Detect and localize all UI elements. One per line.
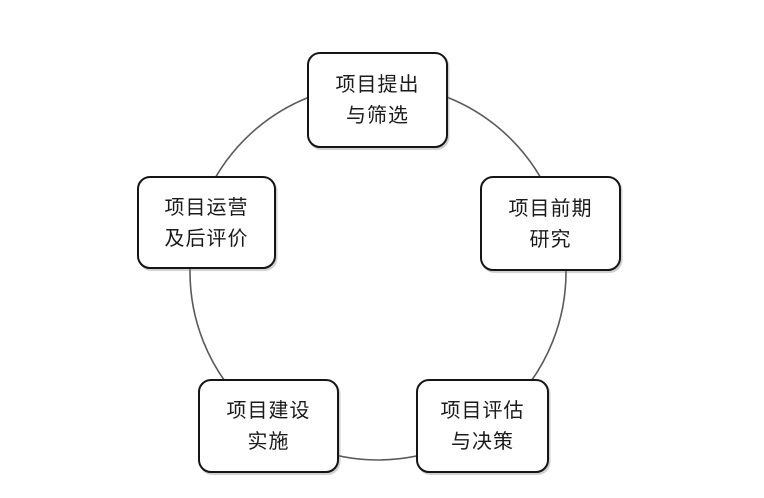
- node-construct-line-1: 项目建设: [226, 398, 311, 422]
- node-appraise-line-2: 与决策: [451, 429, 514, 453]
- node-operate-line-2: 及后评价: [164, 225, 249, 250]
- node-operation-post-evaluation[interactable]: 项目运营 及后评价: [137, 176, 276, 269]
- node-research-line-2: 研究: [529, 226, 572, 251]
- node-research-line-1: 项目前期: [508, 195, 593, 220]
- node-preliminary-research[interactable]: 项目前期 研究: [480, 176, 621, 271]
- node-construct-line-2: 实施: [247, 429, 290, 453]
- node-propose-line-2: 与筛选: [346, 103, 409, 127]
- node-propose-line-1: 项目提出: [335, 72, 420, 96]
- node-project-proposal[interactable]: 项目提出 与筛选: [307, 52, 448, 148]
- node-construction-implementation[interactable]: 项目建设 实施: [198, 379, 339, 473]
- node-operate-line-1: 项目运营: [164, 194, 249, 219]
- node-appraisal-decision[interactable]: 项目评估 与决策: [416, 379, 549, 473]
- node-appraise-line-1: 项目评估: [440, 398, 525, 422]
